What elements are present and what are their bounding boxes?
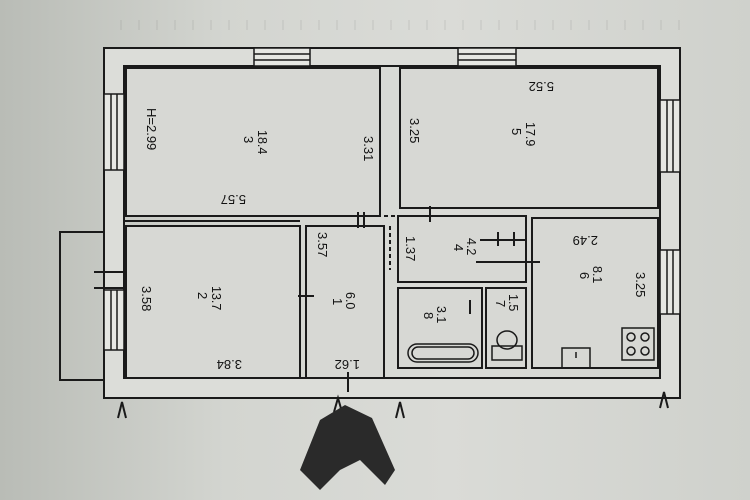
- room-7-area: 1.5: [506, 294, 520, 311]
- room-5-width: 5.52: [529, 79, 554, 94]
- kitchen-appliances: [561, 327, 655, 369]
- entrance-marks: [117, 391, 669, 419]
- room-6-area: 8.1: [590, 266, 604, 283]
- sink: [561, 347, 591, 369]
- room-1-width: 1.62: [335, 357, 360, 372]
- room-4: [397, 215, 527, 283]
- room-6-depth: 3.25: [633, 272, 648, 297]
- room-1: [305, 225, 385, 379]
- room-6-width: 2.49: [573, 233, 598, 248]
- window-top-right: [457, 47, 517, 67]
- window-top-left: [253, 47, 311, 67]
- room-8-id: 8: [421, 312, 436, 319]
- room-5: [399, 67, 659, 209]
- room-2-id: 2: [195, 292, 210, 299]
- bathtub: [407, 343, 479, 363]
- room-3-id: 3: [241, 136, 256, 143]
- room-2: [125, 225, 301, 379]
- room-2-area: 13.7: [209, 286, 223, 310]
- room-6: [531, 217, 659, 369]
- stove: [621, 327, 655, 361]
- room-5-id: 5: [509, 128, 524, 135]
- room-3-area: 18.4: [255, 130, 269, 154]
- window-left-upper: [103, 93, 125, 171]
- window-right-upper: [659, 99, 681, 173]
- door-marks: [298, 206, 540, 392]
- room-1-area: 6.0: [343, 292, 357, 309]
- partitions: [124, 215, 526, 270]
- balcony: [59, 231, 124, 381]
- room-3-depth: 3.31: [361, 136, 376, 161]
- room-2-width: 3.84: [217, 357, 242, 372]
- window-right-lower: [659, 249, 681, 315]
- room-3: [125, 67, 381, 217]
- windows: [103, 47, 681, 351]
- room-8-area: 3.1: [434, 306, 448, 323]
- room-1-depth: 3.57: [315, 232, 330, 257]
- photo-artifact-shadow: [300, 405, 395, 490]
- room-3-width: 5.57: [221, 192, 246, 207]
- room-2-depth: 3.58: [139, 286, 154, 311]
- room-5-area: 17.9: [523, 122, 537, 146]
- window-left-lower: [103, 289, 125, 351]
- room-6-id: 6: [577, 272, 592, 279]
- room-4-area: 4.2: [464, 238, 478, 255]
- room-8: [397, 287, 483, 369]
- room-1-id: 1: [330, 298, 345, 305]
- room-4-depth: 1.37: [403, 236, 418, 261]
- ceiling-height-label: H=2.99: [144, 108, 159, 150]
- room-7-id: 7: [493, 300, 508, 307]
- room-5-depth: 3.25: [407, 118, 422, 143]
- room-4-id: 4: [451, 244, 466, 251]
- toilet: [491, 330, 523, 361]
